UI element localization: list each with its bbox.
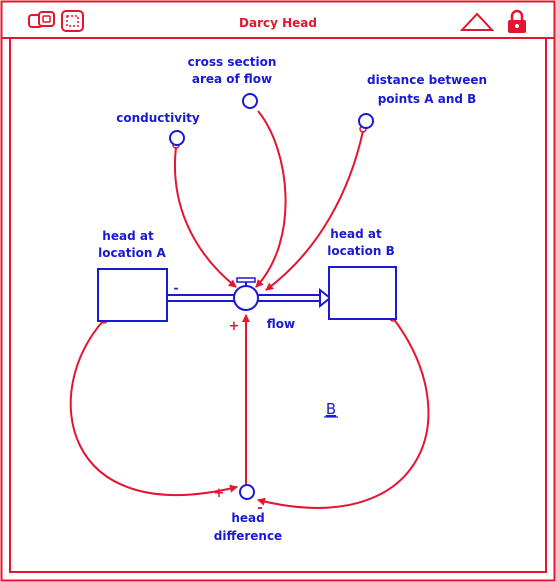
converter-cross-section-area[interactable]	[242, 93, 258, 109]
selection-frame-icon[interactable]	[61, 10, 84, 32]
polarity-flow-in: +	[229, 319, 240, 334]
label-distance-line2: points A and B	[378, 92, 477, 106]
connector-cross-section-to-flow	[255, 110, 287, 288]
triangle-up-icon[interactable]	[459, 12, 495, 31]
label-stock-b-line2: location B	[327, 244, 395, 258]
converter-conductivity[interactable]	[169, 130, 185, 146]
label-stock-a-line1: head at	[102, 229, 154, 243]
stock-head-at-location-b[interactable]	[328, 266, 397, 320]
chain-link-icon[interactable]	[28, 11, 55, 28]
label-stock-a-line2: location A	[98, 246, 166, 260]
label-stock-b-line1: head at	[330, 227, 382, 241]
stock-head-at-location-a[interactable]	[97, 268, 168, 322]
diagram-canvas	[9, 37, 547, 573]
flow-valve[interactable]	[233, 277, 259, 311]
converter-head-difference[interactable]	[239, 484, 255, 500]
label-head-difference-line2: difference	[214, 529, 282, 543]
connector-conductivity-to-flow	[174, 146, 237, 288]
polarity-diff-from-b: -	[257, 501, 262, 516]
padlock-icon[interactable]	[508, 9, 526, 33]
window-title: Darcy Head	[239, 16, 317, 30]
loop-label-balancing: B	[326, 400, 336, 418]
label-flow: flow	[267, 317, 295, 331]
connector-head-a-to-difference	[69, 319, 238, 496]
polarity-diff-from-a: +	[214, 486, 225, 501]
connector-distance-to-flow	[265, 130, 364, 291]
label-cross-section-line1: cross section	[188, 55, 277, 69]
connector-head-b-to-difference	[257, 317, 430, 509]
converter-distance-between-points[interactable]	[358, 113, 374, 129]
polarity-stock-a-out: -	[174, 281, 179, 295]
label-conductivity: conductivity	[116, 111, 200, 125]
label-head-difference-line1: head	[231, 511, 264, 525]
label-distance-line1: distance between	[367, 73, 487, 87]
label-cross-section-line2: area of flow	[192, 72, 272, 86]
